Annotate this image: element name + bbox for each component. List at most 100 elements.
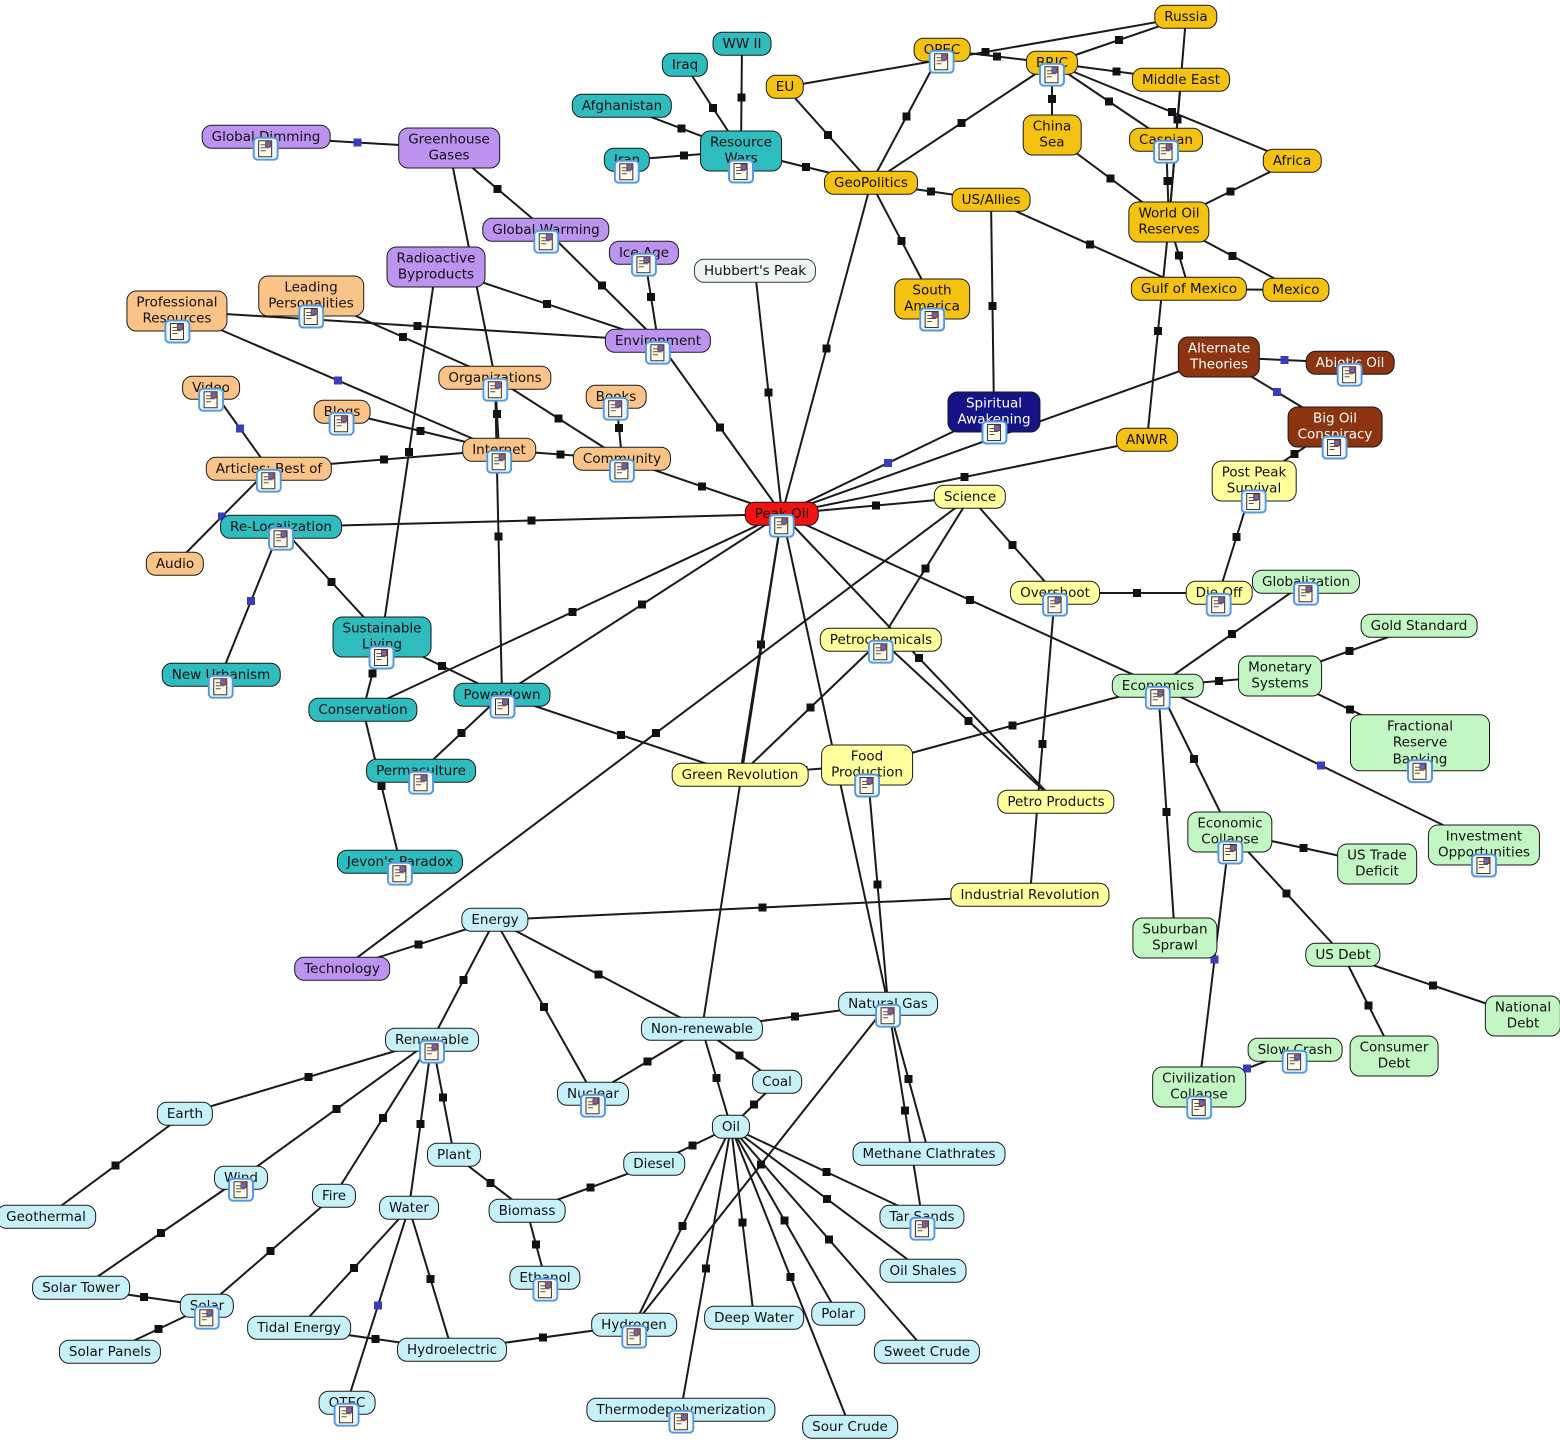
edge-handle[interactable] — [780, 1216, 789, 1225]
document-attachment-icon[interactable] — [614, 160, 640, 185]
edge-handle[interactable] — [111, 1161, 120, 1170]
edge-handle[interactable] — [1345, 647, 1354, 655]
attachment-icon-slot[interactable] — [614, 160, 640, 185]
edge-handle[interactable] — [1168, 108, 1176, 116]
edge-handle[interactable] — [1162, 808, 1171, 816]
node-fractional-reserve-banking[interactable]: Fractional Reserve Banking — [1350, 714, 1490, 784]
node-peak-oil[interactable]: Peak Oil — [744, 501, 820, 539]
edge-handle[interactable] — [652, 729, 660, 737]
edge-handle[interactable] — [377, 782, 386, 790]
node-hubberts-peak[interactable]: Hubbert's Peak — [693, 258, 817, 284]
node-jevons-paradox[interactable]: Jevon's Paradox — [336, 849, 464, 887]
attachment-icon-slot[interactable] — [908, 1217, 935, 1242]
edge-handle[interactable] — [1228, 630, 1236, 638]
attachment-icon-slot[interactable] — [1216, 840, 1243, 865]
node-iran[interactable]: Iran — [603, 147, 651, 185]
edge-handle[interactable] — [758, 903, 767, 912]
attachment-icon-slot[interactable] — [1185, 1095, 1212, 1120]
attachment-icon-slot[interactable] — [369, 645, 395, 670]
node-environment[interactable]: Environment — [604, 328, 712, 366]
attachment-icon-slot[interactable] — [980, 420, 1007, 445]
attachment-icon-slot[interactable] — [386, 862, 413, 887]
node-africa[interactable]: Africa — [1262, 148, 1322, 174]
edge-handle[interactable] — [1115, 36, 1123, 44]
edge-handle[interactable] — [764, 388, 773, 397]
document-attachment-icon[interactable] — [644, 341, 671, 366]
node-internet[interactable]: Internet — [462, 437, 536, 475]
attachment-icon-slot[interactable] — [928, 50, 955, 75]
edge-handle[interactable] — [539, 1333, 547, 1342]
document-attachment-icon[interactable] — [532, 230, 559, 255]
edge-handle[interactable] — [493, 410, 501, 418]
node-technology[interactable]: Technology — [294, 956, 390, 982]
edge-handle[interactable] — [615, 424, 623, 432]
node-economic-collapse[interactable]: Economic Collapse — [1187, 811, 1273, 865]
node-video[interactable]: Video — [182, 375, 240, 413]
attachment-icon-slot[interactable] — [253, 137, 279, 162]
document-attachment-icon[interactable] — [334, 1403, 360, 1428]
node-geopolitics[interactable]: GeoPolitics — [824, 170, 918, 196]
node-deep-water[interactable]: Deep Water — [704, 1305, 804, 1331]
edge-handle[interactable] — [957, 119, 966, 127]
edge-handle[interactable] — [806, 703, 815, 712]
edge-handle[interactable] — [154, 1325, 163, 1333]
document-attachment-icon[interactable] — [298, 304, 324, 329]
node-methane-clathrates[interactable]: Methane Clathrates — [852, 1141, 1006, 1167]
edge-handle[interactable] — [988, 302, 997, 310]
edge-handle[interactable] — [438, 662, 446, 670]
node-diesel[interactable]: Diesel — [623, 1151, 685, 1177]
document-attachment-icon[interactable] — [408, 771, 434, 796]
edge-handle[interactable] — [791, 1012, 799, 1021]
node-re-localization[interactable]: Re-Localization — [220, 514, 342, 552]
edge-handle[interactable] — [266, 1247, 275, 1255]
edge-handle[interactable] — [405, 448, 413, 456]
attachment-icon-slot[interactable] — [874, 1004, 901, 1029]
edge-handle[interactable] — [527, 516, 536, 525]
document-attachment-icon[interactable] — [207, 675, 234, 700]
node-afghanistan[interactable]: Afghanistan — [571, 93, 673, 119]
edge-handle-blue[interactable] — [236, 424, 244, 433]
node-us-allies[interactable]: US/Allies — [951, 187, 1031, 213]
attachment-icon-slot[interactable] — [621, 1325, 647, 1350]
document-attachment-icon[interactable] — [369, 645, 395, 670]
document-attachment-icon[interactable] — [980, 420, 1007, 445]
document-attachment-icon[interactable] — [928, 50, 955, 75]
edge-handle[interactable] — [1008, 721, 1017, 730]
edge-handle[interactable] — [738, 1218, 747, 1227]
edge-handle[interactable] — [494, 532, 503, 541]
attachment-icon-slot[interactable] — [1039, 63, 1065, 88]
edge-handle-blue[interactable] — [353, 138, 362, 147]
edge-handle[interactable] — [426, 1275, 435, 1283]
edge-handle[interactable] — [1106, 174, 1115, 183]
edge-handle[interactable] — [332, 1105, 341, 1113]
node-ww-ii[interactable]: WW II — [712, 31, 772, 57]
node-non-renewable[interactable]: Non-renewable — [640, 1016, 764, 1042]
edge-handle[interactable] — [1008, 541, 1017, 549]
document-attachment-icon[interactable] — [580, 1094, 606, 1119]
document-attachment-icon[interactable] — [868, 640, 894, 665]
edge-handle[interactable] — [750, 1100, 758, 1109]
edge-handle[interactable] — [921, 564, 930, 573]
node-solar-tower[interactable]: Solar Tower — [32, 1275, 130, 1301]
edge-handle-blue[interactable] — [334, 376, 342, 385]
attachment-icon-slot[interactable] — [631, 253, 657, 278]
node-petro-products[interactable]: Petro Products — [997, 789, 1115, 815]
attachment-icon-slot[interactable] — [532, 1278, 558, 1303]
edge-handle[interactable] — [350, 1264, 358, 1272]
edge-handle[interactable] — [380, 455, 388, 464]
edge-handle-blue[interactable] — [1243, 1064, 1251, 1073]
edge-handle-blue[interactable] — [1317, 761, 1325, 770]
edge-handle[interactable] — [1112, 67, 1121, 76]
node-anwr[interactable]: ANWR — [1115, 427, 1179, 453]
node-bric[interactable]: BRIC — [1025, 50, 1079, 88]
node-books[interactable]: Books — [585, 384, 647, 422]
node-sour-crude[interactable]: Sour Crude — [802, 1414, 898, 1440]
node-professional-resources[interactable]: Professional Resources — [126, 290, 228, 344]
document-attachment-icon[interactable] — [1292, 582, 1319, 607]
document-attachment-icon[interactable] — [386, 862, 413, 887]
edge-handle[interactable] — [680, 151, 688, 160]
node-globalization[interactable]: Globalization — [1251, 569, 1361, 607]
edge-handle[interactable] — [825, 1235, 833, 1244]
attachment-icon-slot[interactable] — [197, 388, 224, 413]
node-new-urbanism[interactable]: New Urbanism — [161, 662, 281, 700]
